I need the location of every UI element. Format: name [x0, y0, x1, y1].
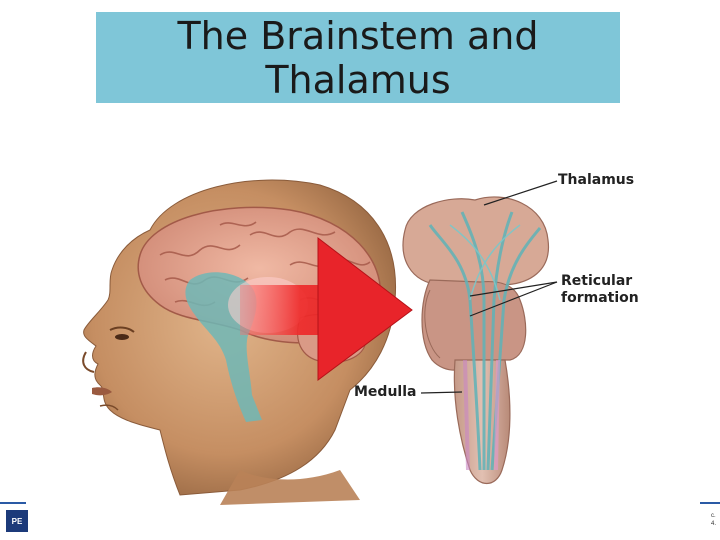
brainstem-enlarged [402, 196, 550, 485]
footer-rule-left [0, 502, 26, 504]
label-reticular-formation: Reticular formation [561, 273, 639, 306]
zoom-arrow [228, 236, 413, 381]
label-medulla: Medulla [354, 384, 417, 400]
footer-rule-right [700, 502, 720, 504]
slide-title: The Brainstem and Thalamus [177, 13, 539, 102]
publisher-logo: PE [6, 510, 28, 532]
copyright-fragment: c. 4. [710, 513, 716, 527]
label-thalamus: Thalamus [558, 172, 635, 188]
leader-lines [420, 180, 558, 394]
title-banner: The Brainstem and Thalamus [96, 12, 620, 103]
